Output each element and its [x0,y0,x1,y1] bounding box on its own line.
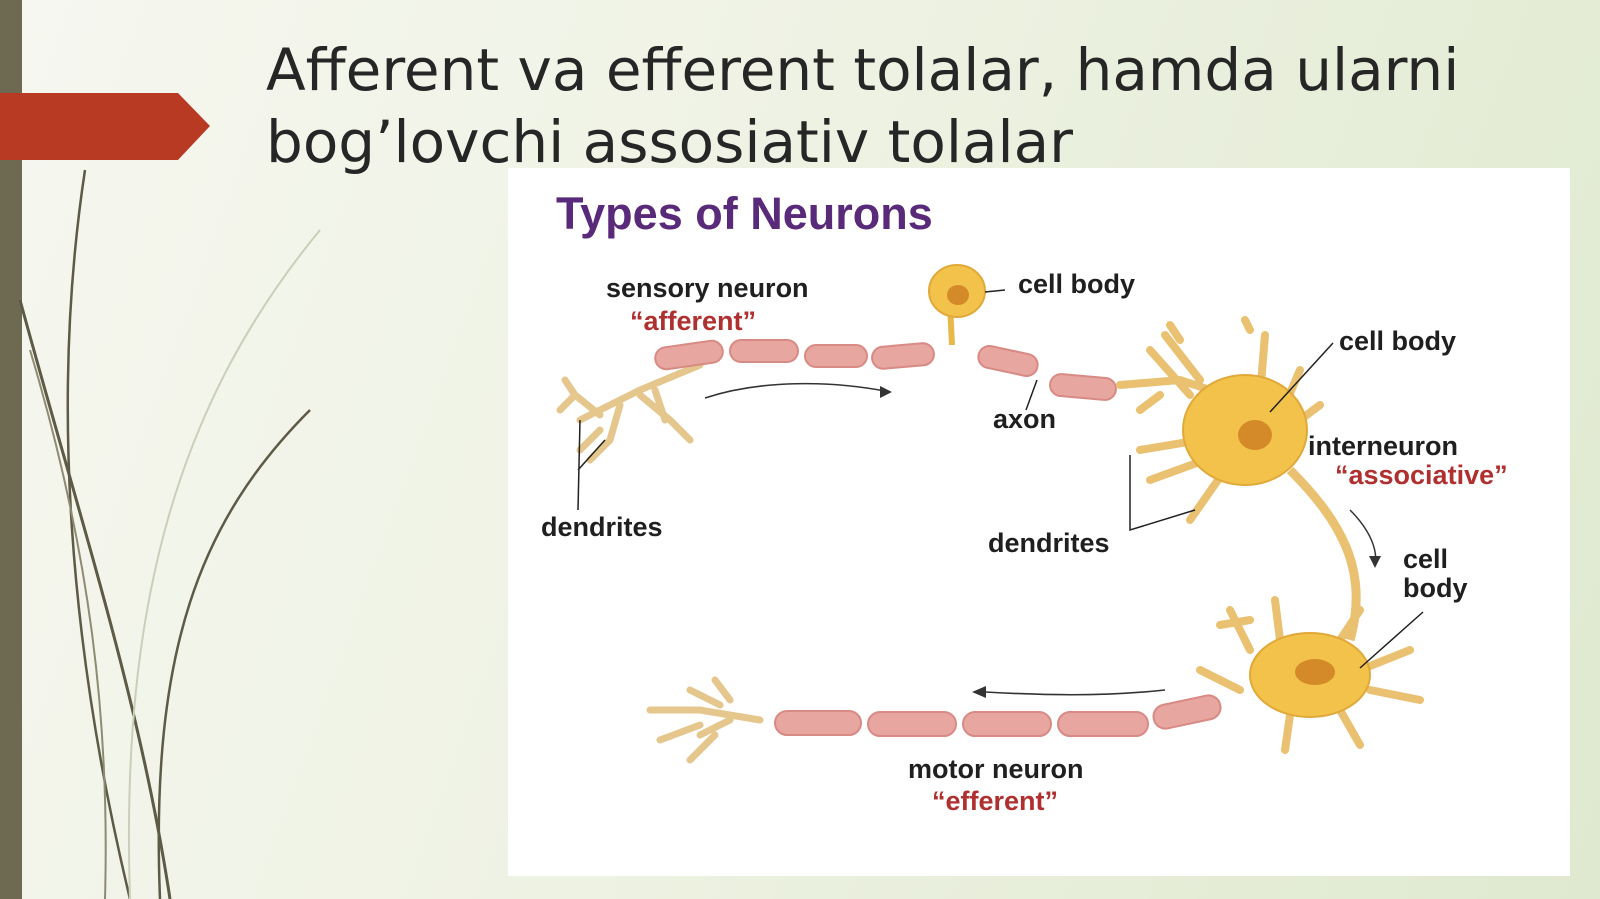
sensory-neuron [556,264,1117,464]
motor-terminals [646,676,764,764]
sensory-cell-body-label: cell body [1018,269,1135,299]
diagram-panel [508,168,1570,876]
sensory-axon-myelin [654,339,1117,401]
interneuron-axon [1286,466,1361,642]
interneuron-nucleus [1238,420,1272,450]
interneuron-cell-body-label: cell body [1339,326,1456,356]
sensory-dendrites [556,361,704,464]
slide-title-line-1: Afferent va efferent tolalar, hamda ular… [266,36,1460,104]
motor-cell-label: cell [1403,544,1448,574]
sensory-nucleus [947,285,969,305]
associative-label: “associative” [1335,460,1508,490]
motor-dendrites [1196,596,1424,754]
axon-label: axon [993,404,1056,434]
sensory-neuron-label: sensory neuron [606,273,809,303]
motor-nucleus [1295,659,1335,685]
interneuron-dendrites-label: dendrites [988,528,1110,558]
sensory-signal-arrow [704,382,891,399]
motor-axon-myelin [774,694,1222,737]
slide-title: Afferent va efferent tolalar, hamda ular… [266,34,1566,178]
diagram-title: Types of Neurons [556,188,933,239]
motor-body-label: body [1403,573,1468,603]
title-accent-arrow [0,93,210,160]
motor-neuron [646,596,1424,764]
sensory-dendrites-label: dendrites [541,512,663,542]
interneuron-label: interneuron [1308,431,1458,461]
leader-lines [577,289,1424,669]
efferent-label: “efferent” [932,786,1058,816]
motor-signal-arrow [984,689,1166,696]
afferent-label: “afferent” [630,306,756,336]
motor-neuron-label: motor neuron [908,754,1084,784]
slide-sidebar-bar [0,0,22,899]
slide-title-line-2: bog’lovchi assosiativ tolalar [266,108,1074,176]
